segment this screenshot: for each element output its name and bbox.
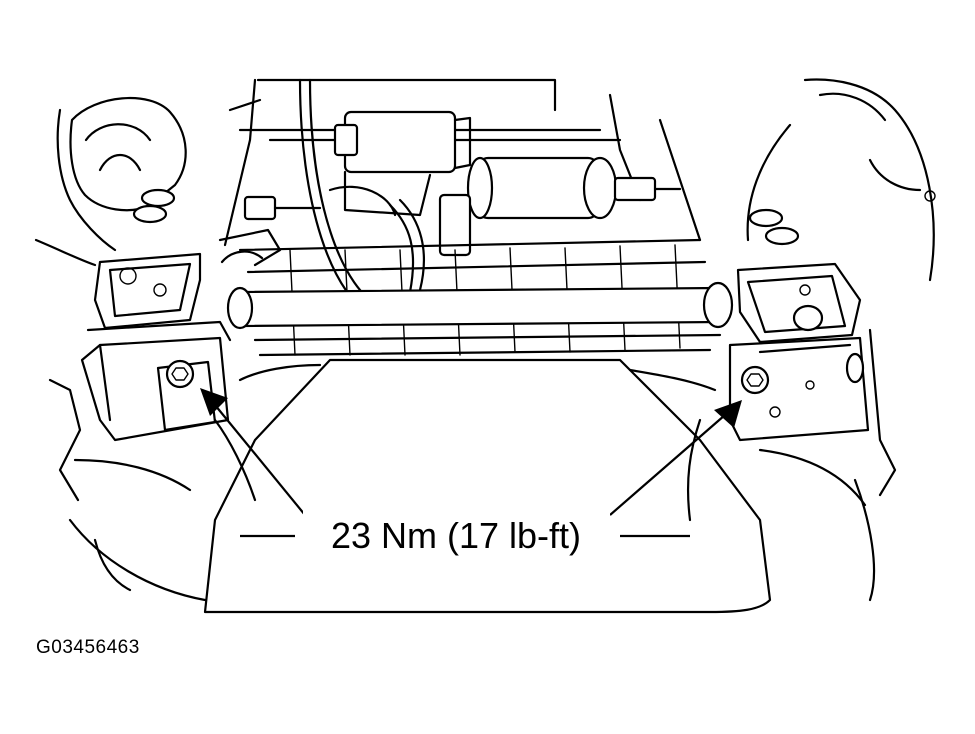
seat-motor-assembly: [243, 110, 682, 294]
seat-track-grid: [218, 228, 734, 357]
seat-frame-upper: [34, 78, 936, 322]
floor-pan: [203, 358, 772, 614]
callout-leaders: [200, 388, 742, 538]
left-track-bracket: [48, 252, 232, 602]
right-track-bracket: [728, 262, 897, 602]
torque-callout: 23 Nm (17 lb-ft): [303, 510, 610, 562]
right-bolt: [740, 365, 770, 395]
figure-id: G03456463: [36, 637, 140, 658]
left-bolt: [165, 359, 195, 389]
torque-label: 23 Nm (17 lb-ft): [331, 515, 581, 556]
